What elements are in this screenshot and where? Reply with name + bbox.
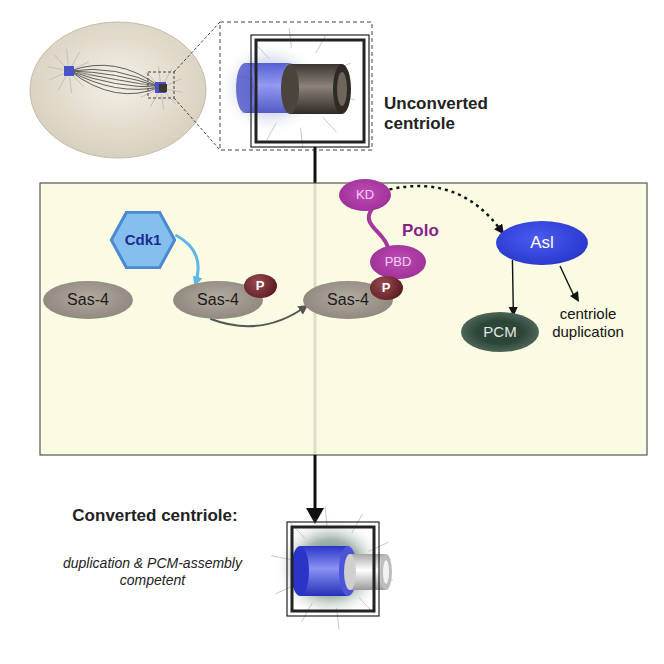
- mother-centriole: [236, 63, 299, 113]
- label-box: Converted centriole:: [70, 506, 240, 526]
- state-note: duplication & PCM-assembly competent: [50, 555, 255, 589]
- new-daughter-centriole: [344, 554, 392, 590]
- astral-rays: [47, 49, 182, 110]
- label-box: Unconverted centriole: [384, 94, 504, 135]
- leader-arrow: [560, 266, 574, 296]
- zoom-line: [174, 22, 220, 72]
- node-text: KD: [356, 188, 374, 202]
- pole-centriole: [155, 82, 166, 93]
- zoom-line: [174, 98, 220, 150]
- pole-centriole: [64, 66, 74, 76]
- pcm-cloud: PCM: [461, 312, 539, 352]
- daughter-centriole: [281, 64, 351, 114]
- node-text: Sas-4: [327, 291, 369, 309]
- focus-frame: [256, 40, 364, 142]
- phospho-circle: P: [244, 274, 277, 298]
- node-text: PCM: [483, 324, 516, 341]
- node-text: P: [382, 281, 391, 295]
- flow-line: [314, 455, 317, 510]
- node-text: Cdk1: [125, 232, 162, 249]
- state-label: Unconverted centriole: [384, 94, 504, 135]
- label-box: duplication & PCM-assembly competent: [50, 555, 255, 589]
- label-box: centriole duplication: [538, 305, 638, 341]
- connector-arrow: [512, 260, 514, 313]
- flow-line: [314, 147, 317, 183]
- leader-arrowhead: [570, 291, 579, 302]
- connector-arrow: [175, 235, 198, 284]
- node-text: P: [256, 279, 265, 293]
- node-text: Asl: [530, 234, 554, 253]
- spindle: [70, 65, 160, 93]
- mechanism-panel: [40, 183, 647, 455]
- converted-mother-centriole: [291, 546, 357, 596]
- node-text: PBD: [385, 255, 412, 269]
- focus-frame: [292, 527, 374, 611]
- polo-box-domain: PBD: [370, 245, 426, 279]
- kinase-hexagon: Cdk1: [110, 211, 176, 269]
- node-text: Sas-4: [67, 291, 109, 309]
- protein-ellipse: Sas-4: [43, 281, 133, 319]
- state-label: Converted centriole:: [70, 506, 240, 526]
- pcm-halo: [274, 516, 386, 620]
- phospho-circle: P: [370, 276, 403, 300]
- focus-frame: [287, 522, 379, 616]
- protein-ellipse: Asl: [496, 221, 588, 265]
- protein-label: Polo: [402, 221, 462, 241]
- label-box: Polo: [402, 221, 462, 241]
- pole-centriole: [159, 84, 167, 92]
- focus-frame: [251, 35, 369, 147]
- zoom-box: [148, 72, 174, 98]
- halo-rays: [271, 506, 393, 629]
- inset-box: [220, 22, 372, 150]
- kinase-domain: KD: [339, 179, 391, 211]
- cell: [30, 22, 206, 158]
- flow-line: [314, 183, 317, 455]
- node-text: Sas-4: [197, 291, 239, 309]
- polo-linker: [369, 209, 388, 248]
- outcome-label: centriole duplication: [538, 305, 638, 341]
